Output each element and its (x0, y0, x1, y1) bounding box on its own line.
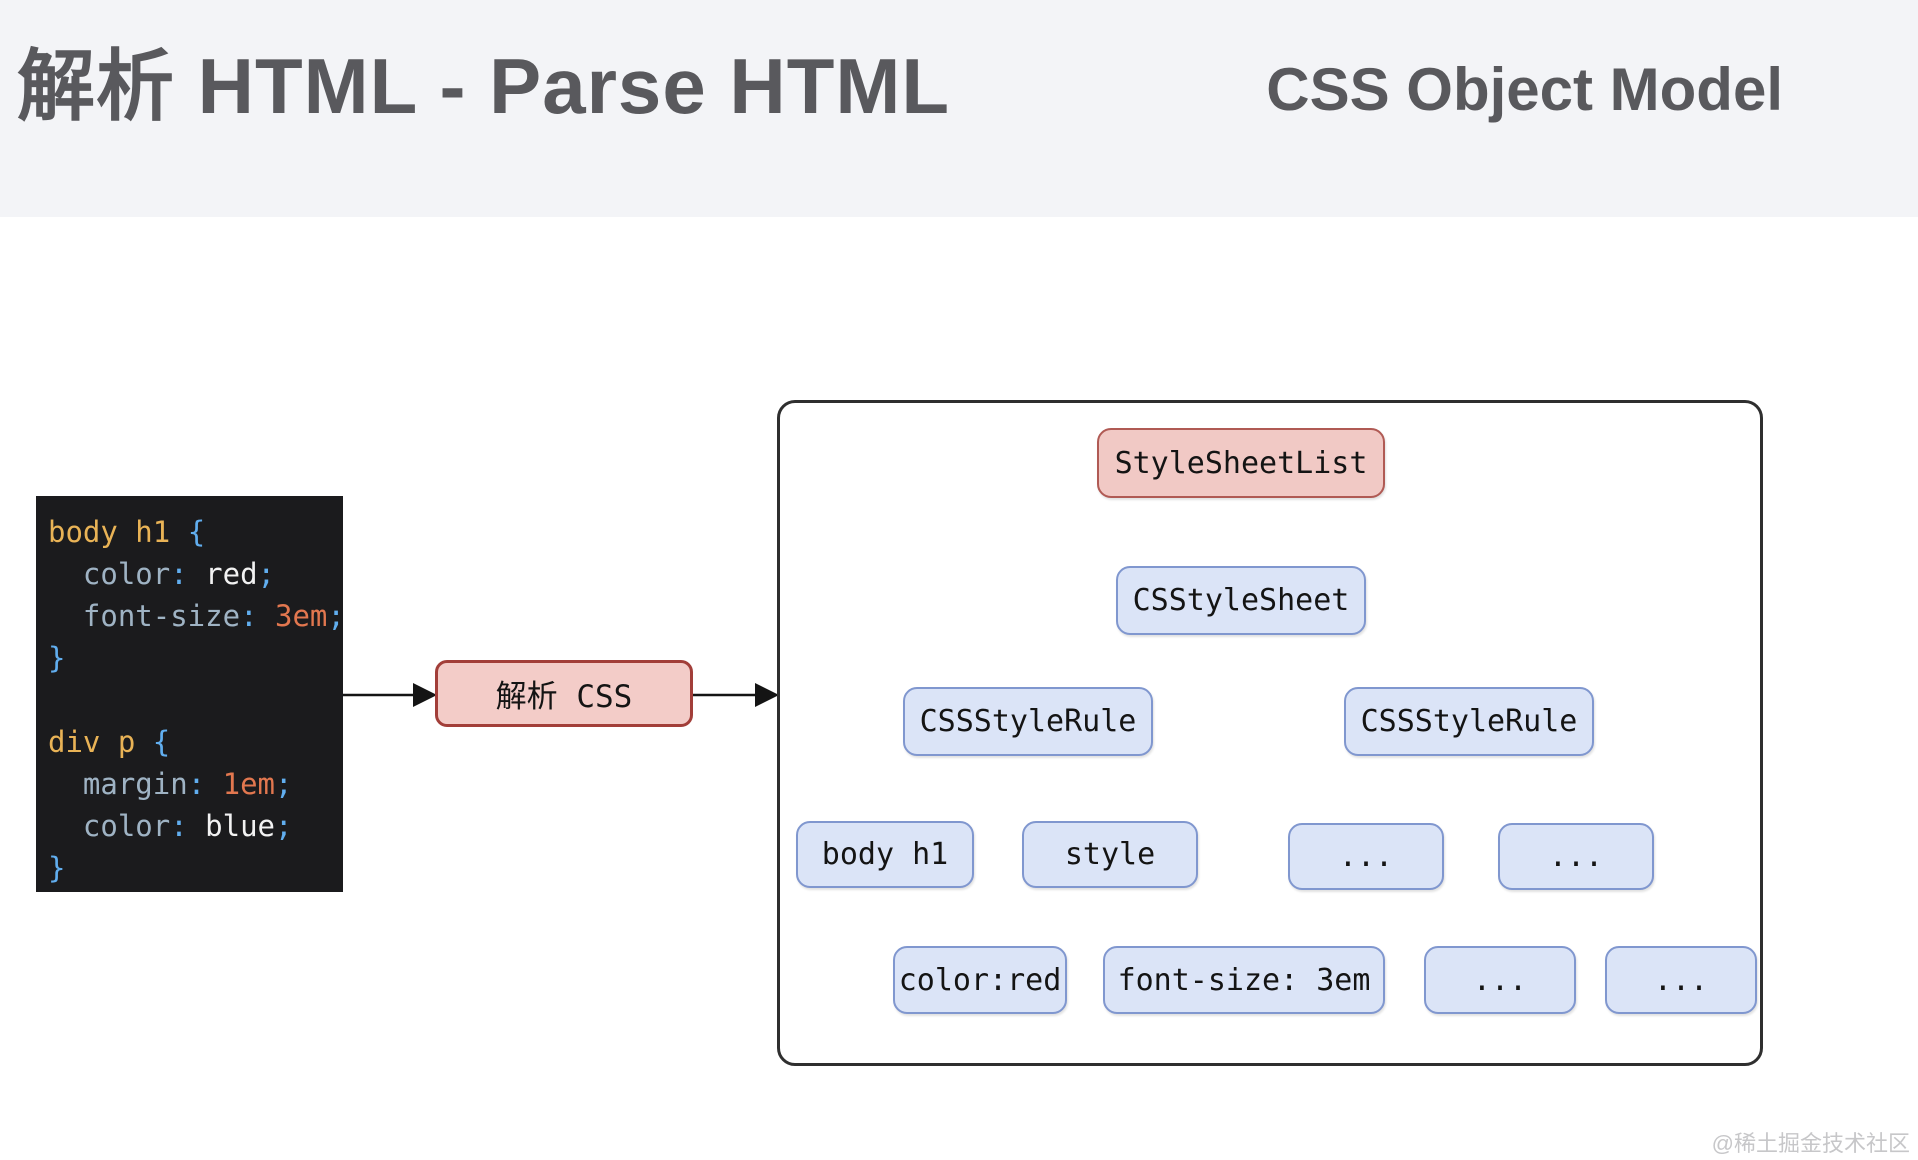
tree-node-cssstylesheet: CSStyleSheet (1116, 566, 1366, 635)
watermark: @稀土掘金技术社区 (1711, 1131, 1910, 1156)
tree-node-ellipsis-d: ... (1605, 946, 1757, 1014)
header-band: 解析 HTML - Parse HTML CSS Object Model (0, 0, 1918, 217)
tree-node-color-red: color:red (893, 946, 1067, 1014)
tree-node-stylesheetlist: StyleSheetList (1097, 428, 1385, 498)
code-block: body h1 { color: red; font-size: 3em;} d… (36, 496, 345, 892)
tree-node-ellipsis-b: ... (1498, 823, 1654, 890)
tree-node-font-size-3em: font-size: 3em (1103, 946, 1385, 1014)
arrowhead-parse-to-tree (755, 683, 779, 707)
page-subtitle: CSS Object Model (1266, 56, 1783, 123)
parse-css-box: 解析 CSS (435, 660, 693, 727)
tree-node-body-h1: body h1 (796, 821, 974, 888)
tree-node-ellipsis-c: ... (1424, 946, 1576, 1014)
tree-node-cssstylerule-right: CSSStyleRule (1344, 687, 1594, 756)
page-title: 解析 HTML - Parse HTML (17, 42, 950, 130)
tree-node-style: style (1022, 821, 1198, 888)
tree-node-ellipsis-a: ... (1288, 823, 1444, 890)
tree-node-cssstylerule-left: CSSStyleRule (903, 687, 1153, 756)
arrowhead-code-to-parse (413, 683, 437, 707)
